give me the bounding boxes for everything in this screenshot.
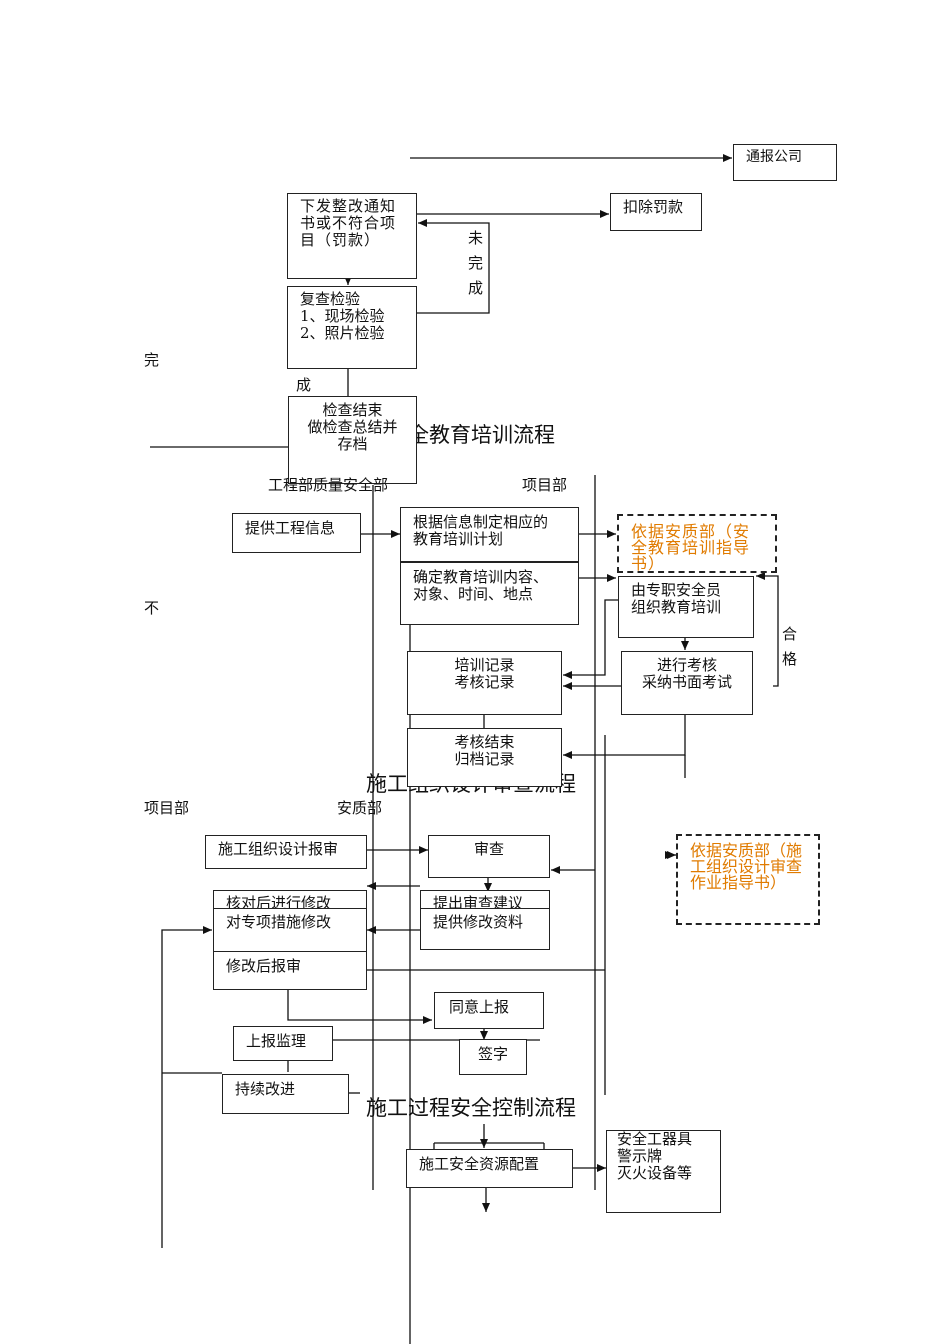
resubmit-box: 修改后报审 — [213, 951, 367, 990]
special-modify-box: 对专项措施修改 — [213, 908, 367, 954]
col-label-engineering: 工程部质量安全部 — [268, 476, 389, 494]
safety-training-basis-box: 依据安质部（安 全教育培训指导 书） — [617, 514, 777, 573]
recheck-box: 复查检验 1、现场检验 2、照片检验 — [287, 286, 417, 369]
assessment-box: 进行考核 采纳书面考试 — [621, 651, 753, 715]
col-label-project-dept: 项目部 — [144, 799, 190, 817]
provide-modify-box: 提供修改资料 — [420, 908, 550, 950]
training-records-box: 培训记录 考核记录 — [407, 651, 562, 715]
col-label-safety-dept: 安质部 — [337, 799, 383, 817]
continuous-improve-box: 持续改进 — [222, 1074, 349, 1114]
construction-safety-flow-title: 施工过程安全控制流程 — [366, 1096, 576, 1120]
archive-records-box: 考核结束 归档记录 — [407, 728, 562, 787]
review-box: 审查 — [428, 835, 550, 878]
submit-design-box: 施工组织设计报审 — [205, 835, 367, 869]
not-done-label: 未 完 成 — [468, 229, 484, 297]
qualified-label: 合 格 — [782, 625, 798, 668]
make-plan-box: 根据信息制定相应的 教育培训计划 — [400, 507, 579, 562]
col-label-project: 项目部 — [522, 476, 568, 494]
training-flow-title: 全教育培训流程 — [408, 423, 555, 447]
provide-info-box: 提供工程信息 — [232, 513, 361, 553]
organize-training-box: 由专职安全员 组织教育培训 — [618, 576, 754, 638]
confirm-content-box: 确定教育培训内容、 对象、时间、地点 — [400, 562, 579, 625]
issue-notice-box: 下发整改通知 书或不符合项 目（罚款） — [287, 193, 417, 279]
notify-company-box: 通报公司 — [733, 144, 837, 181]
report-supervisor-box: 上报监理 — [233, 1026, 333, 1061]
safety-resource-box: 施工安全资源配置 — [406, 1149, 573, 1188]
deduct-fine-box: 扣除罚款 — [610, 193, 702, 231]
agree-report-box: 同意上报 — [434, 992, 544, 1029]
not-label: 不 — [144, 599, 160, 617]
design-review-basis-box: 依据安质部（施 工组织设计审查 作业指导书） — [676, 834, 820, 925]
check-end-box: 检查结束 做检查总结并 存档 — [288, 396, 417, 484]
done-left-label: 完 — [144, 351, 160, 369]
done-right-label: 成 — [296, 376, 312, 394]
sign-box: 签字 — [459, 1039, 527, 1075]
safety-equipment-box: 安全工器具 警示牌 灭火设备等 — [606, 1130, 721, 1213]
